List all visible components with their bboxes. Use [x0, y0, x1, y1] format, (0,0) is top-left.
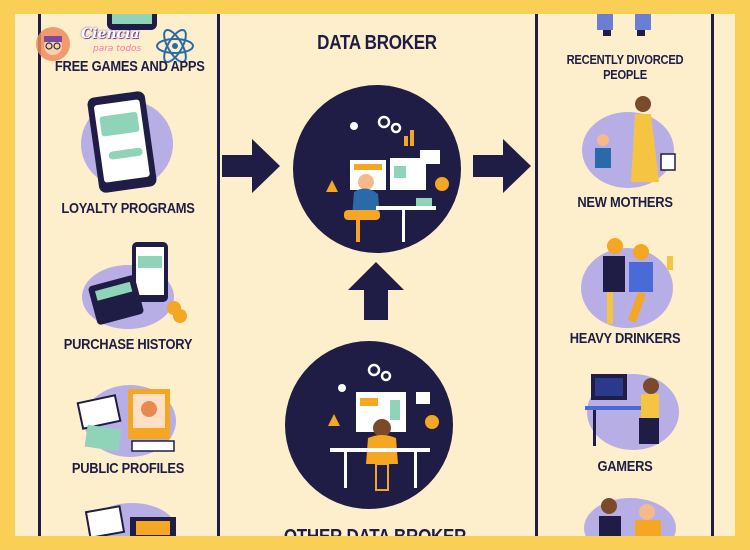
data-broker-title: DATA BROKER: [317, 32, 437, 54]
free-games-phone-icon: [107, 14, 157, 30]
atom-icon: [156, 29, 194, 63]
arrow-right-into-broker: [222, 139, 280, 193]
gamers-icon: [585, 374, 679, 450]
folders-icon: [84, 503, 176, 536]
segment-label-heavy-drinkers: HEAVY DRINKERS: [569, 330, 681, 347]
heavy-drinkers-icon: [581, 238, 673, 328]
segment-label-divorced: RECENTLY DIVORCED PEOPLE: [566, 52, 684, 82]
segment-label-new-mothers: NEW MOTHERS: [577, 194, 673, 211]
logo-subtitle: para todos: [93, 44, 142, 54]
right-column-divider: [535, 14, 538, 536]
public-profiles-icon: [76, 385, 176, 457]
scientist-icon: [36, 27, 70, 61]
other-data-broker-circle: [285, 341, 453, 509]
divorced-people-icon: [597, 14, 651, 36]
segment-label-gamers: GAMERS: [597, 458, 653, 475]
right-divider: [711, 14, 714, 536]
source-label-purchase: PURCHASE HISTORY: [63, 336, 193, 353]
purchase-terminal-icon: [82, 242, 187, 329]
left-divider: [38, 14, 41, 536]
new-mothers-icon: [582, 96, 676, 188]
other-data-broker-label: OTHER DATA BROKER: [282, 526, 469, 536]
left-column-divider: [217, 14, 220, 536]
source-label-public-profiles: PUBLIC PROFILES: [71, 460, 185, 477]
arrow-up-into-broker: [348, 262, 404, 320]
infographic: Ciencia para todos FREE GAMES AND APPS L…: [15, 14, 735, 536]
loyalty-phone-icon: [81, 91, 173, 193]
source-label-free-games: FREE GAMES AND APPS: [54, 58, 205, 75]
arrow-right-out-of-broker: [473, 139, 531, 193]
data-broker-circle: [293, 85, 461, 253]
source-label-loyalty: LOYALTY PROGRAMS: [61, 200, 195, 217]
segment-partial-icon: [584, 498, 676, 536]
